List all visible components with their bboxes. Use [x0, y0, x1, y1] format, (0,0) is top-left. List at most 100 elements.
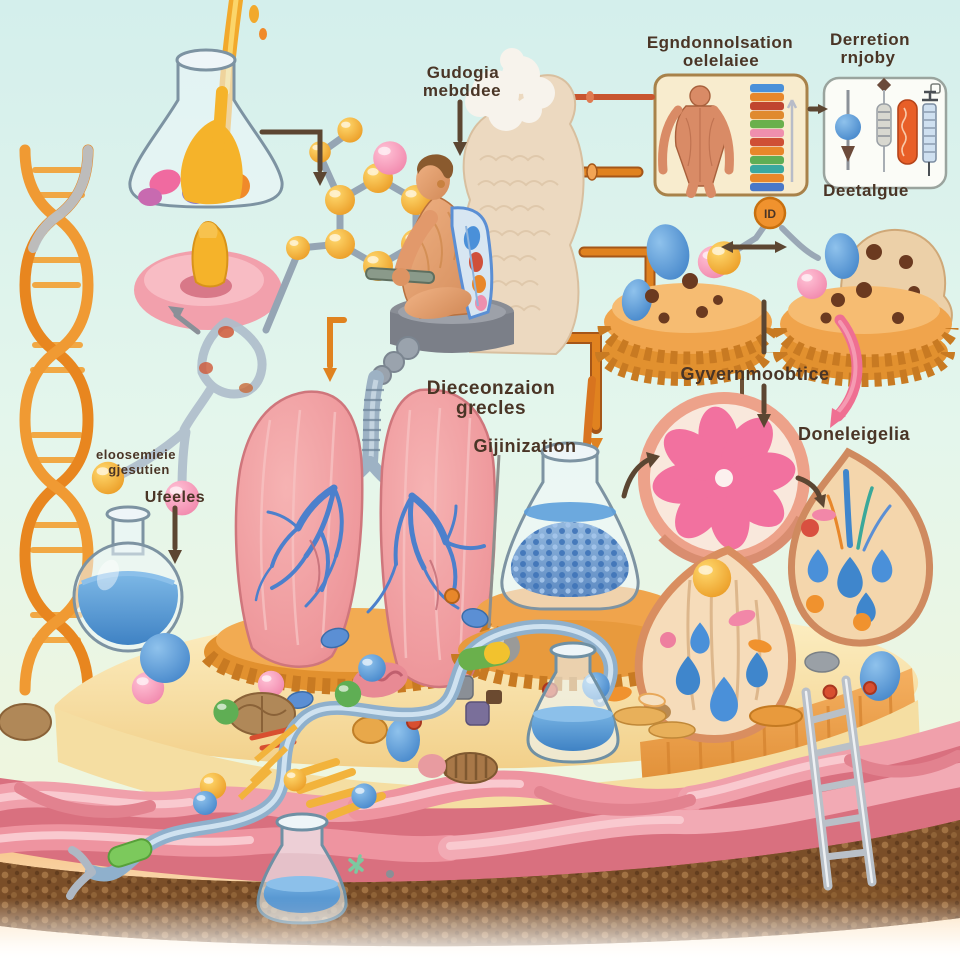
anatomy-panel [653, 73, 809, 198]
ladder-shadow [787, 882, 903, 902]
human-figure-group [365, 48, 585, 385]
chain-capsule-yellow [484, 641, 510, 665]
cell-section-2 [788, 447, 934, 647]
chain-capsule-green2 [107, 838, 153, 868]
bronchial-tree-right [366, 492, 486, 614]
tabletop-items [0, 588, 901, 820]
arrow-pink-head [830, 408, 846, 428]
stream-droplet [259, 28, 267, 40]
oval-coin [613, 706, 667, 726]
stool-body [390, 312, 514, 353]
round-flask-rim [105, 505, 151, 523]
cookie-ribs [773, 351, 955, 387]
label-anatomy-panel-1: Egndonnolsation [647, 33, 793, 52]
blue-pill [320, 627, 350, 649]
arrowheads [168, 104, 828, 564]
orange-capsule [897, 99, 918, 165]
chain-rungs [237, 723, 298, 801]
chocolate-chips [820, 282, 904, 324]
brush-cap [418, 754, 446, 778]
chain-highlight [137, 624, 614, 855]
label-dissemination-2: grecles [456, 398, 526, 419]
label-metabolites-2: mebddee [423, 81, 501, 100]
liquid-surface-line [81, 571, 175, 586]
id-molecule: ID [707, 196, 821, 275]
cell1-pink-pill [728, 609, 756, 627]
arm [394, 210, 438, 280]
syringe-plunger [922, 90, 938, 102]
arrow-orange-elbow [327, 317, 347, 369]
cell-section-1 [634, 545, 796, 743]
platform-flask-surface [533, 706, 613, 722]
teal-glyph [348, 854, 364, 874]
arrow-orange-head [323, 368, 337, 382]
grapefruit-core [715, 469, 733, 487]
grapefruit-segments [652, 406, 796, 550]
chocolate-chips [645, 273, 723, 324]
label-donele: Doneleigelia [798, 424, 911, 444]
glass-tube-fill [218, 326, 234, 338]
chain-bead [351, 783, 377, 809]
pipe3-arrowhead [589, 438, 603, 452]
syringe-barrel [922, 103, 937, 163]
walnut-texture [237, 696, 287, 732]
anatomy-bar-stack [750, 84, 798, 192]
label-devices-caption: Deetalgue [823, 181, 909, 200]
ladder-rungs [805, 706, 872, 861]
cell2-pink-bar [812, 509, 836, 521]
blob-neck [210, 86, 228, 176]
syringe-graduations [924, 111, 935, 153]
dna-gray-segment [28, 145, 93, 253]
candy-magenta [138, 188, 162, 206]
arrow-flask-elbow [259, 129, 323, 173]
arrow-gray-head [168, 306, 184, 320]
chain-bead [334, 680, 362, 708]
almond [352, 716, 388, 744]
cell2-orange-ball [806, 595, 824, 613]
walnut [0, 703, 52, 741]
gray-crumple [804, 651, 840, 673]
arrow-curve-left [621, 457, 651, 499]
flask-liquid-surface [524, 502, 616, 522]
label-gyvern: Gyvernmoobtice [680, 364, 829, 384]
cell2-red-ball [801, 519, 819, 537]
bronchial-tree-left [254, 484, 344, 608]
diamond-marker [876, 77, 892, 93]
arrow-pink-core [836, 320, 858, 414]
devices-panel [822, 76, 948, 190]
platform-flask [526, 641, 620, 764]
capsule-pill [638, 692, 666, 708]
round-flask-liquid [78, 573, 178, 645]
label-devices-panel-2: rnjoby [841, 48, 896, 67]
candy-pink [149, 169, 181, 195]
anatomy-muscle-lines [685, 108, 715, 182]
cookie-ribs [595, 351, 773, 386]
label-ufeeles: Ufeeles [145, 489, 205, 506]
lung-striations [259, 407, 472, 663]
ladder-highlights [804, 678, 874, 888]
label-devices-panel-1: Derretion [830, 30, 910, 49]
bottom-flask-rim [275, 812, 329, 832]
chain-fork-end [66, 846, 96, 900]
bar-stack-arrow [786, 99, 798, 182]
ladder [787, 675, 903, 902]
bottom-fog [0, 898, 960, 960]
labels-layer: Gudogia mebddee Egndonnolsation oelelaie… [96, 30, 910, 506]
red-candy [822, 684, 838, 700]
pin-blue-bulb [835, 114, 861, 140]
flask-rim [175, 48, 237, 72]
cookie-coin [749, 705, 803, 727]
brown-block [486, 690, 502, 704]
label-dissemination-1: Dieceonzaion [427, 378, 555, 399]
stream-droplet [249, 5, 259, 23]
cell1-orange-pill [748, 639, 772, 653]
pin-point [841, 146, 855, 162]
label-electronic-1: eloosemieie [96, 447, 176, 462]
orange-candy [444, 588, 460, 604]
pipe-coupling [586, 163, 598, 181]
label-anatomy-panel-2: oelelaiee [683, 51, 759, 70]
red-candy [863, 681, 877, 695]
molecule-ring [262, 117, 431, 334]
